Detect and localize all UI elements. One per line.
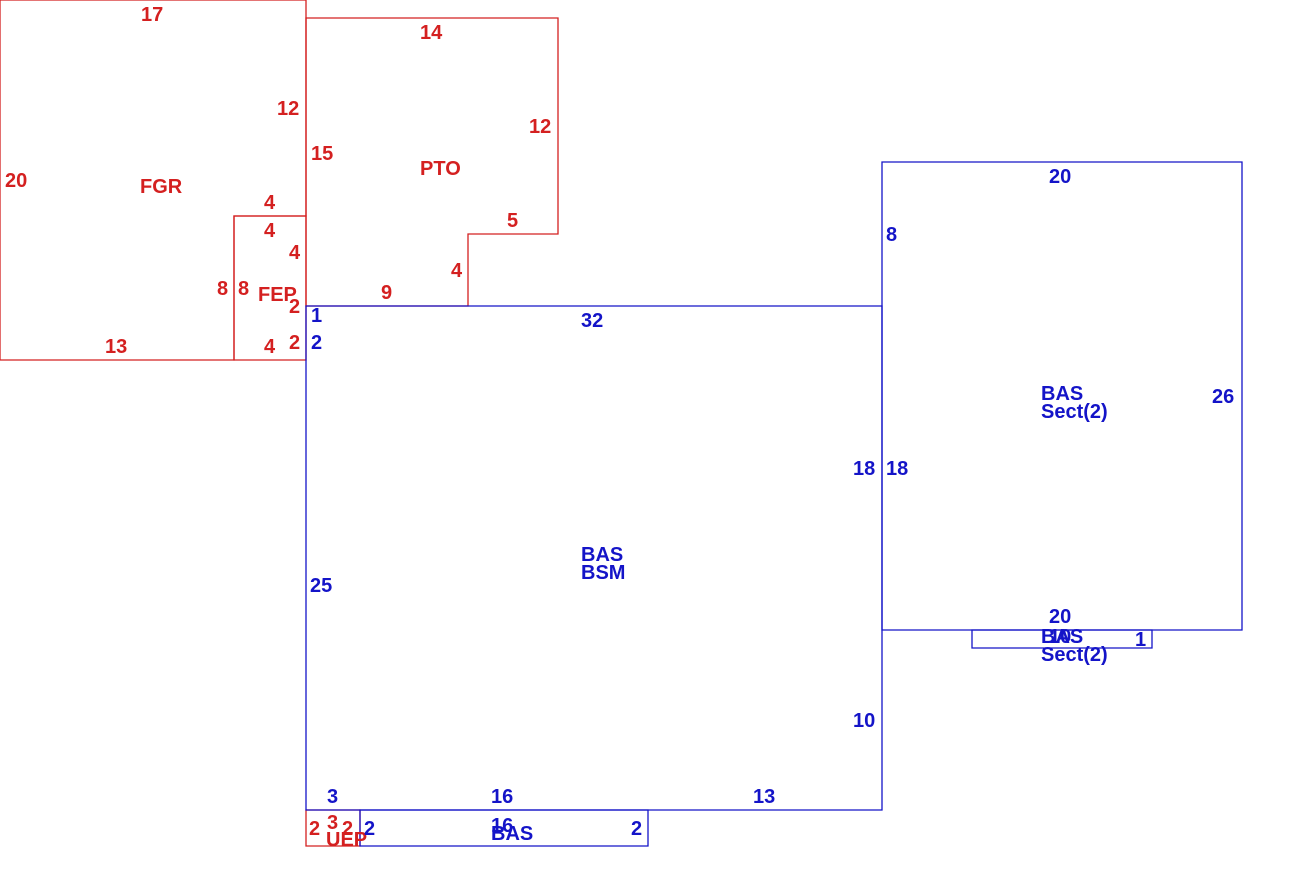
- dim-fgr-top: 17: [141, 4, 163, 26]
- dim-small-right: 1: [1135, 629, 1146, 651]
- bas-sect2-outline: [881, 161, 1243, 631]
- dim-right-top: 20: [1049, 166, 1071, 188]
- area-label-bas-main: BAS: [581, 544, 623, 566]
- dim-bottom-strip-right: 2: [631, 818, 642, 840]
- dim-fep-left-inner: 8: [238, 278, 249, 300]
- dim-fep-top-inner: 4: [264, 220, 276, 242]
- area-label-bsm: BSM: [581, 562, 625, 584]
- dim-uep-top: 3: [327, 812, 338, 834]
- area-label-fgr: FGR: [140, 176, 183, 198]
- dim-uep-left: 2: [309, 818, 320, 840]
- bas-small-outline: [971, 629, 1153, 649]
- bas-main-outline: [305, 305, 883, 811]
- dim-bas-left: 25: [310, 575, 332, 597]
- dim-fep-right-b: 2: [289, 296, 300, 318]
- area-label-bas-right: BAS: [1041, 383, 1083, 405]
- dim-bas-bottom-b: 16: [491, 786, 513, 808]
- dim-pto-step-top: 5: [507, 210, 518, 232]
- dim-bas-bottom-a: 3: [327, 786, 338, 808]
- dim-uep-right: 2: [342, 818, 353, 840]
- dim-bas-top: 32: [581, 310, 603, 332]
- area-label-bas-small: BAS: [1041, 626, 1083, 648]
- dim-bas-bottom-c: 13: [753, 786, 775, 808]
- bas-bottom-strip-outline: [359, 809, 649, 847]
- dim-fep-right-a: 4: [289, 242, 301, 264]
- dim-bas-right-upper: 18: [853, 458, 875, 480]
- dim-fgr-bottom: 13: [105, 336, 127, 358]
- dim-fep-bottom: 4: [264, 336, 276, 358]
- area-label-bas-bottom: BAS: [491, 823, 533, 845]
- dim-right-left-upper: 8: [886, 224, 897, 246]
- dim-bottom-strip-inner: 16: [491, 815, 513, 837]
- dim-pto-top: 14: [420, 22, 443, 44]
- dim-right-bottom: 20: [1049, 606, 1071, 628]
- area-label-uep: UEP: [326, 829, 367, 851]
- dim-fep-right-c: 2: [289, 332, 300, 354]
- dim-bas-left-top-a: 1: [311, 305, 322, 327]
- dim-bas-right-lower: 10: [853, 710, 875, 732]
- dim-fgr-left: 20: [5, 170, 27, 192]
- dim-bottom-strip-left: 2: [364, 818, 375, 840]
- area-label-pto: PTO: [420, 158, 461, 180]
- area-label-sect2-small: Sect(2): [1041, 644, 1108, 666]
- dim-pto-step-left: 4: [451, 260, 463, 282]
- dim-right-right: 26: [1212, 386, 1234, 408]
- dim-fep-top-outer: 4: [264, 192, 276, 214]
- area-label-fep: FEP: [258, 284, 297, 306]
- dim-pto-right: 12: [529, 116, 551, 138]
- dim-right-left-lower: 18: [886, 458, 908, 480]
- dim-bas-left-top-b: 2: [311, 332, 322, 354]
- dim-pto-bottom: 9: [381, 282, 392, 304]
- dim-pto-left: 15: [311, 143, 333, 165]
- dim-fgr-right-upper: 12: [277, 98, 299, 120]
- area-label-sect2-right: Sect(2): [1041, 401, 1108, 423]
- dim-fep-left-outer: 8: [217, 278, 228, 300]
- dim-small-top: 10: [1049, 626, 1071, 648]
